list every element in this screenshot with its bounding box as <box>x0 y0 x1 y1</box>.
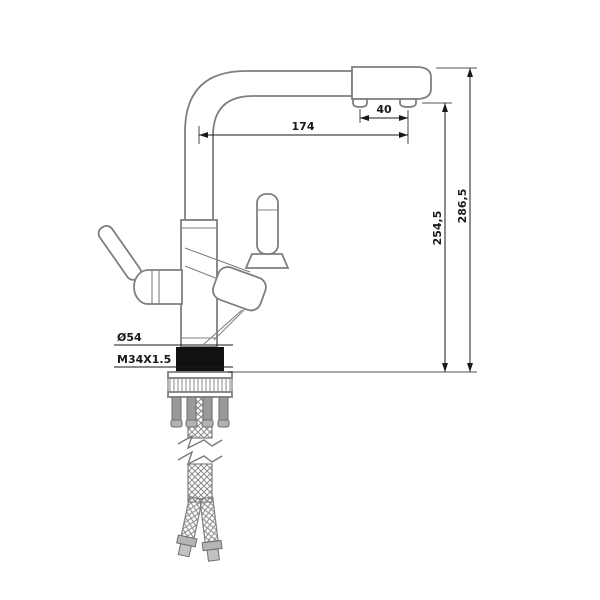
hose-braid <box>199 496 219 544</box>
base-washer <box>167 371 233 379</box>
supply-hose-left <box>176 495 203 558</box>
break-line-top <box>177 434 223 450</box>
hose-fitting <box>177 543 192 558</box>
diagonal-pipe-line-1 <box>184 247 251 273</box>
right-handle-cone <box>244 253 290 269</box>
dimension-annotations: 174 40 254,5 286,5 Ø54 M34X1.5 <box>114 67 477 373</box>
dim-outlet-spacing-label: 40 <box>376 103 392 116</box>
dim-thread-size-label: M34X1.5 <box>117 353 171 366</box>
aerator-left <box>352 98 368 108</box>
supply-hose-right <box>199 496 223 562</box>
diagonal-pipe-line-4 <box>203 309 243 345</box>
hose-braid <box>180 495 203 540</box>
spout-head <box>351 66 432 100</box>
dim-spout-height-label: 254,5 <box>431 211 444 246</box>
right-handle-lever <box>256 193 279 255</box>
left-handle-base <box>133 269 183 305</box>
faucet-outline <box>97 66 432 348</box>
stud-nut <box>217 419 230 428</box>
mounting-studs <box>170 396 230 428</box>
stud-nut <box>185 419 198 428</box>
mounting-hardware <box>167 347 233 562</box>
break-line-bottom <box>177 450 223 466</box>
stud-nut <box>170 419 183 428</box>
seal-band <box>176 347 224 372</box>
faucet-column <box>180 219 218 348</box>
mounting-stud <box>218 396 229 421</box>
dim-base-diameter-label: Ø54 <box>117 331 142 344</box>
mounting-stud <box>171 396 182 421</box>
mounting-stud <box>202 396 213 421</box>
dim-spout-reach-label: 174 <box>292 120 315 133</box>
base-gasket <box>167 377 233 393</box>
mounting-washer <box>167 391 233 398</box>
threaded-shank-lower <box>187 463 213 503</box>
aerator-right <box>399 98 417 108</box>
right-handle-joint <box>212 266 267 312</box>
mounting-stud <box>186 396 197 421</box>
hose-fitting <box>206 548 220 562</box>
stud-nut <box>201 419 214 428</box>
dim-total-height-label: 286,5 <box>456 189 469 224</box>
left-handle-lever <box>97 225 142 281</box>
